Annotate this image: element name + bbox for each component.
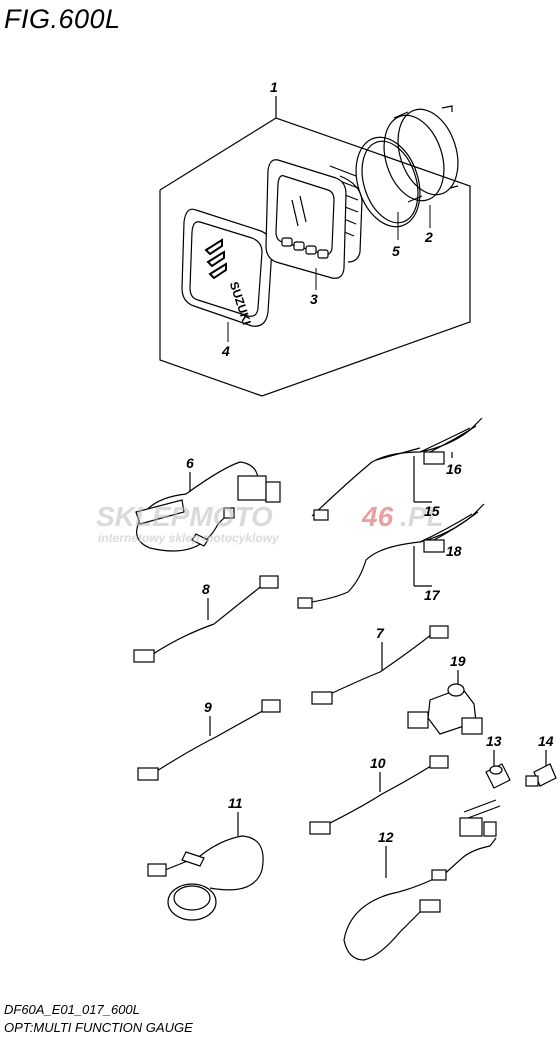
callout-16: 16 [446,461,462,477]
harness-12 [343,799,501,961]
watermark-brand-part1: SKLEPMOTO [96,501,273,532]
cable-10 [309,755,449,835]
callout-12: 12 [378,829,394,845]
watermark-brand-part2: 46 [361,501,394,532]
callout-18: 18 [446,543,462,559]
watermark-tagline: internetowy sklep motocyklowy [98,531,280,545]
suzuki-s-logo-icon [204,238,227,280]
callout-2: 2 [424,229,433,245]
callout-19: 19 [450,653,466,669]
figure-code: DF60A_E01_017_600L [4,1002,140,1017]
leader-lines-kit [227,205,431,342]
callout-15: 15 [424,503,440,519]
cable-9 [137,699,281,781]
callout-11: 11 [228,795,243,811]
gauge-body [265,159,363,279]
callout-4: 4 [221,343,230,359]
callout-3: 3 [310,291,318,307]
callout-8: 8 [202,581,210,597]
plug-14 [525,750,557,787]
callout-14: 14 [538,733,554,749]
figure-title: FIG.600L [4,4,121,34]
figure-caption: OPT:MULTI FUNCTION GAUGE [4,1020,193,1035]
harness-15 [311,417,483,521]
watermark: SKLEPMOTO 46 .PL internetowy sklep motoc… [96,501,444,545]
callout-1: 1 [270,79,278,95]
callout-17: 17 [424,587,441,603]
o-ring [355,136,421,228]
harness-17 [297,503,485,609]
callout-5: 5 [392,243,400,259]
cable-8 [133,575,279,663]
callout-9: 9 [204,699,212,715]
callout-6: 6 [186,455,194,471]
t-connector-19 [407,670,483,735]
sensor-11 [147,812,264,921]
callout-7: 7 [376,625,385,641]
mounting-nut [383,105,459,203]
cable-7 [311,625,449,705]
plug-13 [485,750,511,789]
watermark-brand-part3: .PL [400,501,444,532]
callout-13: 13 [486,733,502,749]
harness-6 [135,461,281,552]
callout-10: 10 [370,755,386,771]
kit-box [159,96,471,397]
